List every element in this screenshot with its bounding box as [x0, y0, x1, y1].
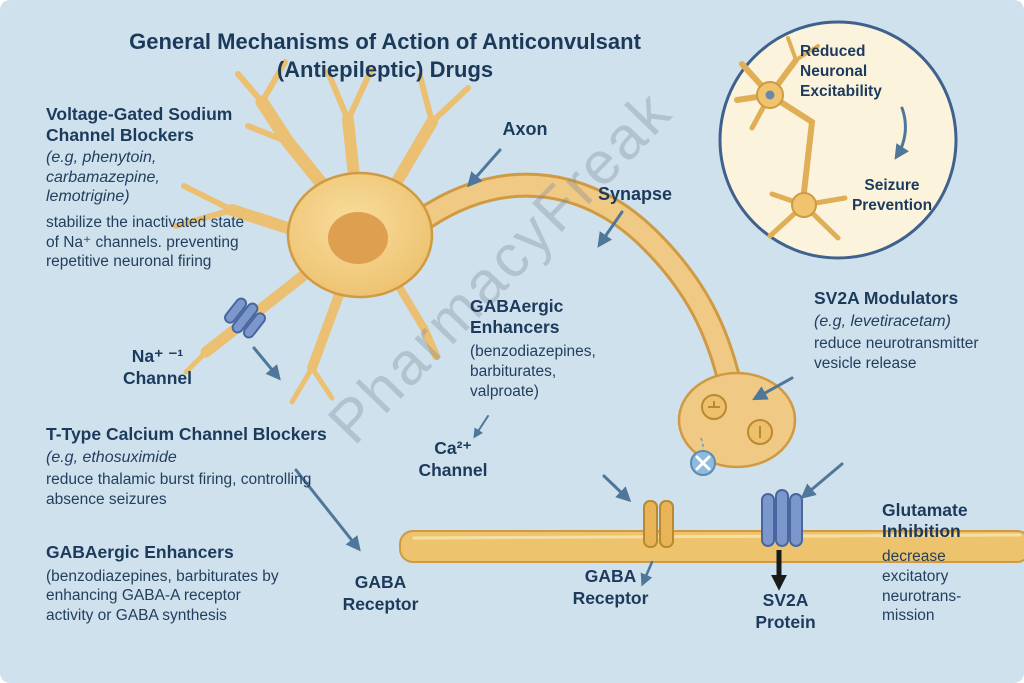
- block-gaba-center-heading: GABAergic Enhancers: [470, 296, 564, 337]
- postsynaptic-membrane: [399, 530, 1024, 563]
- axon-label: Axon: [502, 119, 548, 139]
- gaba-center-arrow: [602, 474, 632, 503]
- axon-path: [412, 172, 743, 397]
- ca-channel-label: Ca²⁺ Channel: [418, 438, 488, 480]
- block-ttype: T-Type Calcium Channel Blockers (e.g, et…: [46, 424, 391, 510]
- synapse-label: Synapse: [597, 184, 673, 204]
- block-sv2a-examples: (e.g, levetiracetam): [814, 312, 951, 330]
- sv2a-arrow: [752, 376, 794, 401]
- block-sv2a-heading: SV2A Modulators: [814, 288, 959, 308]
- block-gaba-left-heading: GABAergic Enhancers: [46, 542, 234, 562]
- inset-nucleus: [765, 90, 775, 100]
- block-ttype-body: reduce thalamic burst firing, controllin…: [46, 471, 312, 508]
- block-ttype-heading: T-Type Calcium Channel Blockers: [46, 424, 327, 444]
- block-gaba-left-body: (benzodiazepines, barbiturates by enhanc…: [46, 567, 279, 624]
- block-gaba-center-body: (benzodiazepines, barbiturates, valproat…: [470, 343, 596, 400]
- sv2a-protein-label: SV2A Protein: [755, 590, 816, 632]
- neuron-soma: [286, 171, 434, 299]
- gaba-receptor-center-label: GABA Receptor: [572, 566, 649, 608]
- nucleus: [328, 212, 388, 264]
- inset-prevention-label: Seizure Prevention: [851, 177, 933, 215]
- gaba-label-arrow: [640, 560, 654, 587]
- gaba-receptor-icon: [643, 500, 674, 548]
- block-sv2a-body: reduce neurotransmitter vesicle release: [814, 335, 979, 372]
- block-sv2a: SV2A Modulators (e.g, levetiracetam) red…: [814, 288, 1014, 374]
- na-channel-icon: [224, 297, 266, 339]
- block-sodium-examples: (e.g, phenytoin, carbamazepine, lemotrig…: [46, 149, 160, 206]
- inset-flow-arrow: [894, 106, 909, 160]
- annotation-arrows: [252, 106, 909, 587]
- block-sodium: Voltage-Gated Sodium Channel Blockers (e…: [46, 104, 281, 272]
- ca-channel-arrow: [473, 415, 489, 439]
- na-channel-label: Na⁺ ⁻¹ Channel: [122, 346, 193, 388]
- sv2a-receptor-icon: [761, 489, 803, 547]
- inset-circle: [718, 20, 958, 260]
- block-ttype-examples: (e.g, ethosuximide: [46, 448, 177, 466]
- na-channel-arrow: [252, 346, 281, 381]
- block-glutamate-heading: Glutamate Inhibition: [882, 500, 968, 541]
- gaba-receptor-left-label: GABA Receptor: [342, 572, 419, 614]
- gaba-left-arrow: [294, 468, 361, 552]
- synapse-arrow: [597, 210, 624, 248]
- block-glutamate-body: decrease excitatory neurotrans- mission: [882, 548, 962, 625]
- block-gaba-center: GABAergic Enhancers (benzodiazepines, ba…: [470, 296, 660, 401]
- glutamate-receptor-arrow: [800, 462, 844, 499]
- axon-arrow: [467, 148, 502, 188]
- block-sodium-body: stabilize the inactivated state of Na⁺ c…: [46, 213, 245, 271]
- block-glutamate: Glutamate Inhibition decrease excitatory…: [882, 500, 1022, 626]
- block-gaba-left: GABAergic Enhancers (benzodiazepines, ba…: [46, 542, 356, 626]
- synaptic-terminal: [677, 371, 797, 476]
- inset-reduced-label: Reduced Neuronal Excitability: [800, 43, 882, 101]
- page-title: General Mechanisms of Action of Anticonv…: [129, 29, 641, 83]
- block-sodium-heading: Voltage-Gated Sodium Channel Blockers: [46, 104, 233, 145]
